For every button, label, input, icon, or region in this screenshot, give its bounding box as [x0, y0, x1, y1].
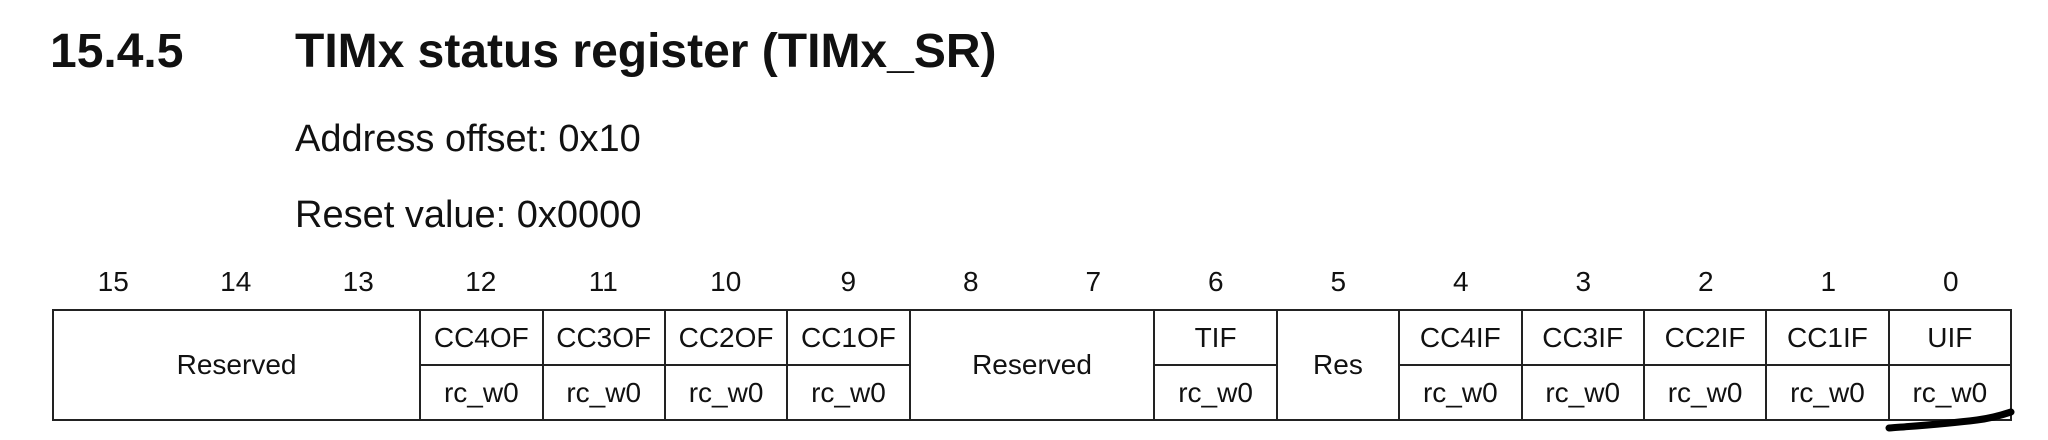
field-name-row: Reserved CC4OF CC3OF CC2OF CC1OF Reserve…: [51, 309, 2013, 421]
bit-number-8: 8: [962, 266, 979, 297]
bit-number-14: 14: [220, 266, 252, 297]
bit-number-4: 4: [1452, 266, 1469, 297]
access-cc1of: rc_w0: [786, 364, 911, 421]
field-cc1of: CC1OF: [786, 309, 911, 366]
bit-number-15: 15: [97, 266, 129, 297]
field-cc2of: CC2OF: [663, 309, 789, 366]
field-tif: TIF: [1153, 309, 1278, 366]
field-reserved-mid: Reserved: [908, 309, 1156, 421]
access-cc1if: rc_w0: [1765, 364, 1890, 421]
access-cc3if: rc_w0: [1520, 364, 1645, 421]
section-number: 15.4.5: [50, 25, 184, 78]
section-title: TIMx status register (TIMx_SR): [295, 25, 997, 78]
access-cc3of: rc_w0: [541, 364, 666, 421]
field-uif: UIF: [1887, 309, 2013, 366]
bit-number-11: 11: [588, 266, 618, 297]
field-cc3of: CC3OF: [541, 309, 666, 366]
access-cc4if: rc_w0: [1398, 364, 1523, 421]
bit-number-6: 6: [1207, 266, 1224, 297]
bit-number-10: 10: [710, 266, 742, 297]
bit-number-0: 0: [1942, 266, 1959, 297]
field-cc4if: CC4IF: [1398, 309, 1523, 366]
bit-number-13: 13: [342, 266, 374, 297]
field-res: Res: [1275, 309, 1401, 421]
field-reserved-high: Reserved: [51, 309, 422, 421]
address-offset: Address offset: 0x10: [295, 118, 641, 160]
access-type-row: rc_w0 rc_w0 rc_w0 rc_w0 rc_w0 rc_w0 rc_w…: [53, 364, 2013, 421]
access-cc2of: rc_w0: [663, 364, 789, 421]
bit-number-1: 1: [1820, 266, 1837, 297]
field-cc4of: CC4OF: [419, 309, 544, 366]
underline-stroke: [1885, 408, 2015, 432]
register-bit-table: Reserved CC4OF CC3OF CC2OF CC1OF Reserve…: [51, 309, 2013, 421]
bit-number-3: 3: [1575, 266, 1592, 297]
bit-number-2: 2: [1697, 266, 1714, 297]
field-cc1if: CC1IF: [1765, 309, 1890, 366]
bit-number-12: 12: [465, 266, 497, 297]
access-cc4of: rc_w0: [419, 364, 544, 421]
bit-number-5: 5: [1330, 266, 1347, 297]
field-cc2if: CC2IF: [1642, 309, 1768, 366]
reset-value: Reset value: 0x0000: [295, 194, 642, 236]
field-cc3if: CC3IF: [1520, 309, 1645, 366]
bit-number-7: 7: [1085, 266, 1102, 297]
access-cc2if: rc_w0: [1642, 364, 1768, 421]
bit-number-9: 9: [840, 266, 857, 297]
bit-number-row: 15 14 13 12 11 10 9 8 7 6 5 4 3 2 1 0: [52, 262, 2012, 302]
access-tif: rc_w0: [1153, 364, 1278, 421]
access-uif: rc_w0: [1887, 364, 2013, 421]
handwritten-underline-mark: [1885, 408, 2015, 432]
